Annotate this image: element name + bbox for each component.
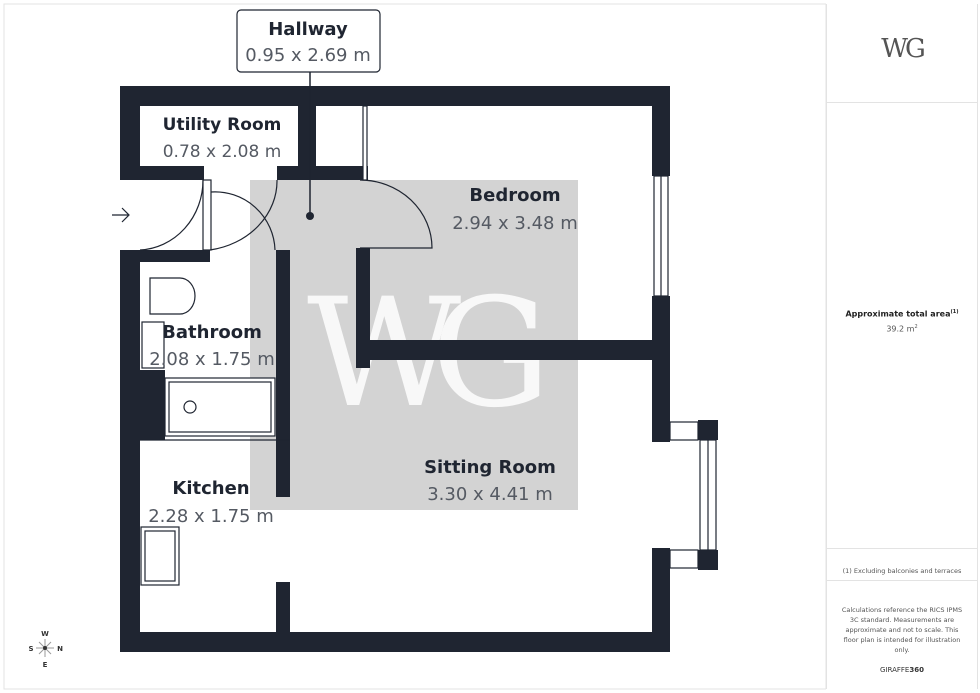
brand-name-a: GIRAFFE — [880, 666, 910, 674]
closet-door — [362, 105, 368, 181]
hallway-marker — [306, 212, 314, 220]
info-panel: WG Approximate total area(1) 39.2 m2 (1)… — [826, 4, 978, 689]
divider — [827, 548, 977, 549]
compass-left: S — [28, 645, 33, 653]
compass-icon: W S N E — [28, 630, 63, 669]
compass-top: W — [41, 630, 49, 638]
basin — [141, 321, 165, 369]
hallway-callout — [236, 9, 381, 73]
sitting-room-name: Sitting Room — [424, 457, 556, 478]
giraffe360-logo: GIRAFFE360 — [827, 666, 977, 674]
area-value-text: 39.2 m — [886, 324, 915, 334]
utility-name: Utility Room — [163, 115, 282, 135]
bathroom-name: Bathroom — [162, 322, 262, 343]
brand-logo: WG — [881, 34, 926, 64]
entrance-door — [202, 179, 212, 251]
bathroom-size: 2.08 x 1.75 m — [149, 349, 275, 370]
compass-bottom: E — [43, 661, 48, 669]
area-value: 39.2 m2 — [827, 324, 977, 334]
bedroom-name: Bedroom — [469, 185, 560, 206]
kitchen-size: 2.28 x 1.75 m — [148, 506, 274, 527]
area-label-text: Approximate total area — [845, 309, 951, 319]
fixtures — [140, 105, 717, 586]
bedroom-size: 2.94 x 3.48 m — [452, 213, 578, 234]
disclaimer: Calculations reference the RICS IPMS 3C … — [841, 606, 963, 654]
area-unit-sup: 2 — [914, 324, 918, 330]
hallway-name: Hallway — [268, 19, 348, 40]
plan-border — [3, 3, 826, 690]
toilet — [149, 277, 196, 315]
bay-window-bottom — [669, 549, 699, 569]
footnote: (1) Excluding balconies and terraces — [842, 567, 962, 575]
area-footnote-mark: (1) — [950, 309, 959, 315]
entrance-arrow-icon — [112, 207, 130, 223]
area-label: Approximate total area(1) — [827, 309, 977, 319]
floor-plan: WG — [3, 3, 826, 690]
kitchen-name: Kitchen — [172, 478, 249, 499]
compass-right: N — [57, 645, 63, 653]
divider — [827, 102, 977, 103]
divider — [827, 580, 977, 581]
utility-size: 0.78 x 2.08 m — [163, 142, 282, 162]
walls — [120, 86, 718, 652]
door-swings — [112, 179, 433, 251]
sitting-room-size: 3.30 x 4.41 m — [427, 484, 553, 505]
hallway-size: 0.95 x 2.69 m — [245, 45, 371, 66]
bay-window-top — [669, 421, 699, 441]
brand-name-b: 360 — [909, 666, 924, 674]
